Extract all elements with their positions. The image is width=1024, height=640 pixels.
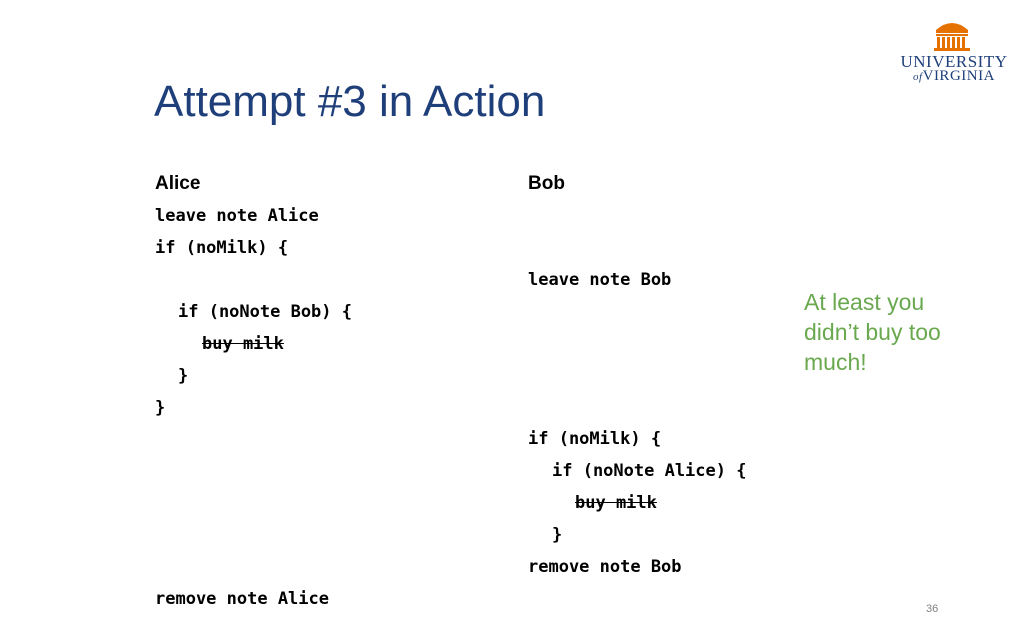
alice-line-buy-milk: buy milk (202, 334, 284, 354)
logo-line-virginia: ofVIRGINIA (896, 69, 1012, 85)
rotunda-icon (934, 23, 970, 51)
logo-text: UNIVERSITY ofVIRGINIA (896, 52, 1012, 85)
alice-line-close-outer: } (155, 398, 166, 418)
bob-line-leave-note: leave note Bob (528, 270, 672, 290)
logo-virginia: VIRGINIA (922, 68, 995, 84)
logo-line-university: UNIVERSITY (900, 52, 1008, 71)
alice-line-if-nonote: if (noNote Bob) { (178, 302, 352, 322)
bob-line-if-nonote: if (noNote Alice) { (552, 461, 747, 481)
alice-line-leave-note: leave note Alice (155, 206, 319, 226)
slide-title: Attempt #3 in Action (154, 77, 546, 126)
alice-heading: Alice (155, 173, 201, 194)
bob-line-remove-note: remove note Bob (528, 557, 682, 577)
alice-line-if-nomilk: if (noMilk) { (155, 238, 289, 258)
alice-line-remove-note: remove note Alice (155, 589, 329, 609)
bob-line-close-inner: } (552, 525, 563, 545)
logo-of: of (913, 71, 923, 83)
page-number: 36 (926, 603, 939, 615)
bob-line-if-nomilk: if (noMilk) { (528, 429, 662, 449)
alice-line-close-inner: } (178, 366, 189, 386)
bob-line-buy-milk: buy milk (575, 493, 657, 513)
bob-heading: Bob (528, 173, 565, 194)
university-logo: UNIVERSITY ofVIRGINIA (896, 18, 1012, 90)
callout-note: At least you didn’t buy too much! (804, 289, 941, 375)
